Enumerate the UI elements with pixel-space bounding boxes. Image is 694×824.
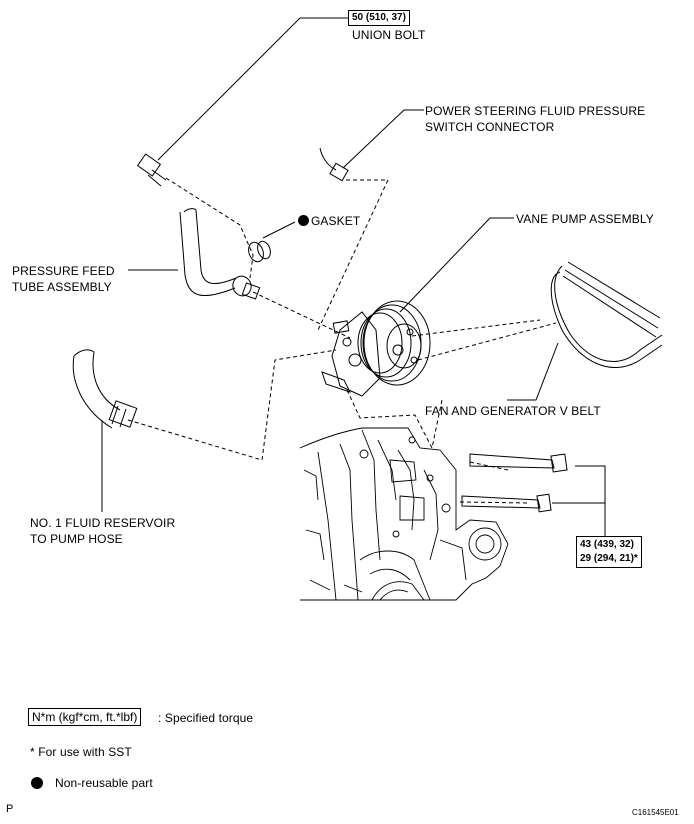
v-belt-label: FAN AND GENERATOR V BELT bbox=[425, 404, 601, 418]
pressure-switch-label-line2: SWITCH CONNECTOR bbox=[425, 120, 555, 134]
legend-sst-note: * For use with SST bbox=[30, 745, 132, 759]
pressure-feed-label-line2: TUBE ASSEMBLY bbox=[12, 280, 112, 294]
union-bolt-shape bbox=[136, 153, 167, 187]
bolt-torque-line2: 29 (294, 21)* bbox=[580, 553, 638, 564]
non-reusable-dot-gasket bbox=[298, 215, 309, 226]
vane-pump-label: VANE PUMP ASSEMBLY bbox=[516, 212, 654, 226]
reservoir-hose-label-line1: NO. 1 FLUID RESERVOIR bbox=[30, 516, 176, 530]
figure-id: C161545E01 bbox=[632, 808, 679, 817]
union-bolt-torque: 50 (510, 37) bbox=[348, 10, 410, 26]
pressure-feed-tube-shape bbox=[179, 208, 261, 300]
pressure-switch-shape bbox=[319, 147, 349, 182]
vane-pump-shape bbox=[321, 300, 431, 397]
pressure-switch-label-line1: POWER STEERING FLUID PRESSURE bbox=[425, 104, 646, 118]
bolt-torque-line1: 43 (439, 32) bbox=[580, 539, 634, 550]
mounting-bolts-shape bbox=[461, 453, 568, 513]
union-bolt-label: UNION BOLT bbox=[352, 28, 426, 42]
reservoir-hose-shape bbox=[72, 349, 138, 429]
bolt-torque-box: 43 (439, 32) 29 (294, 21)* bbox=[576, 536, 642, 568]
reservoir-hose-label-line2: TO PUMP HOSE bbox=[30, 532, 123, 546]
legend-non-reusable-dot bbox=[31, 777, 43, 789]
gasket-label: GASKET bbox=[311, 214, 361, 228]
footer-left-code: P bbox=[6, 803, 14, 815]
pressure-feed-label-line1: PRESSURE FEED bbox=[12, 264, 115, 278]
v-belt-shape bbox=[550, 261, 663, 369]
gasket-shape bbox=[248, 240, 271, 263]
legend-torque-unit-box: N*m (kgf*cm, ft.*lbf) bbox=[28, 708, 142, 726]
alignment-dashes bbox=[127, 177, 557, 504]
legend-torque-desc: : Specified torque bbox=[158, 711, 254, 725]
leader-lines bbox=[101, 17, 606, 536]
legend-non-reusable-label: Non-reusable part bbox=[55, 776, 153, 790]
engine-block-shape bbox=[299, 427, 509, 601]
